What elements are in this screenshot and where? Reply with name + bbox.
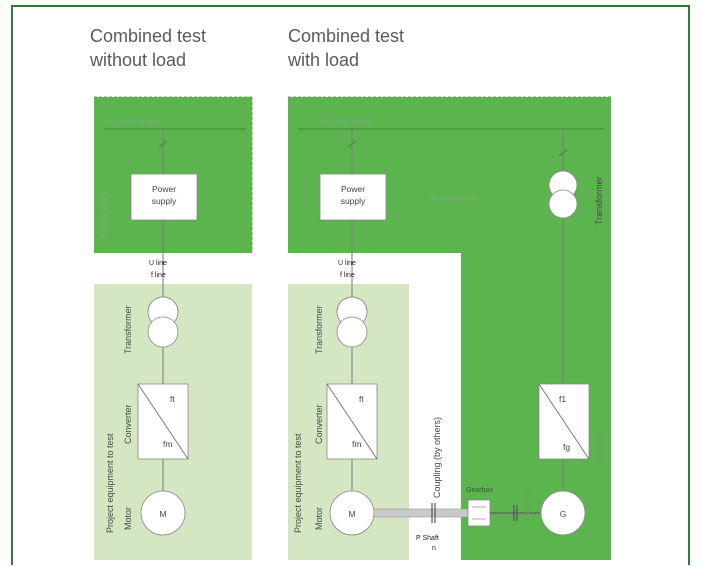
left-transformer-label: Transformer [123,305,133,354]
p-shaft-sub: n [432,545,436,552]
right-bus-label: MV (local) supply [318,119,372,126]
right-title-line2: with load [287,50,359,70]
diagram-frame [11,5,690,565]
right-side-transformer-label: Transformer [594,176,604,225]
shaft [373,508,471,518]
left-converter-label: Converter [123,404,133,444]
generator-g: G [560,509,567,519]
generator-label: Generator [524,488,531,520]
right-power-supply-box [319,173,387,221]
right-test-area-label: Test installation [430,195,478,202]
right-side-transformer-coil-bottom [548,189,578,219]
left-u-line: U line [149,260,167,267]
left-transformer-coil-bottom [147,316,179,348]
left-power-supply-box [130,173,198,221]
right-motor-label: Motor [314,507,324,530]
right-converter-ft: ft [359,394,364,404]
left-bus-label: MV (local) supply [106,119,160,126]
right-side-converter-f1: f1 [559,394,566,404]
right-f-line: f line [340,272,355,279]
gearbox-label: Gearbox [466,487,493,494]
right-converter-fm: fm [352,439,361,449]
right-side-converter-label: Converter [597,431,604,462]
left-equipment-label: Project equipment to test [105,433,115,533]
left-f-line: f line [151,272,166,279]
generator-symbol [540,490,586,536]
left-side-top-label: Existing supply [101,191,108,238]
left-title-line2: without load [89,50,186,70]
right-motor-m: M [348,509,355,519]
right-title-line1: Combined test [288,26,404,46]
left-title-line1: Combined test [90,26,206,46]
right-transformer-coil-bottom [336,316,368,348]
right-converter-label: Converter [314,404,324,444]
right-power-supply-line1: Power [341,184,365,194]
right-power-supply-line2: supply [341,196,366,206]
left-converter-fm: fm [163,439,172,449]
left-power-supply-line1: Power [152,184,176,194]
right-u-line: U line [338,260,356,267]
left-motor-symbol [140,490,186,536]
right-transformer-label: Transformer [314,305,324,354]
p-shaft-label: P Shaft [416,535,439,542]
right-equipment-label: Project equipment to test [293,433,303,533]
left-motor-label: Motor [123,507,133,530]
left-power-supply-line2: supply [152,196,177,206]
right-side-converter-fg: fg [563,442,570,452]
gearbox-box [467,499,491,527]
left-motor-m: M [159,509,166,519]
left-converter-ft: ft [170,394,175,404]
coupling-label: Coupling (by others) [432,417,442,498]
